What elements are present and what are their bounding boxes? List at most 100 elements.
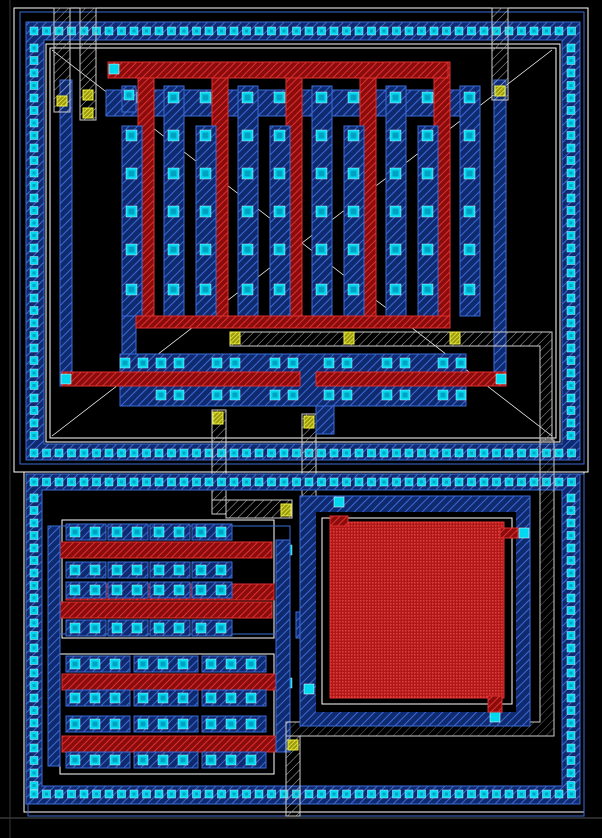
contact-core xyxy=(72,587,78,593)
contact-core xyxy=(232,29,236,33)
contact-core xyxy=(92,695,98,701)
contact-core xyxy=(270,29,273,33)
contact-core xyxy=(532,480,536,484)
contact-core xyxy=(457,451,461,455)
contact-core xyxy=(482,29,486,33)
contact-core xyxy=(232,792,236,796)
contact-core xyxy=(345,451,348,455)
contact-core xyxy=(32,546,36,550)
contact-core xyxy=(318,94,325,101)
m2-bottom-route-left xyxy=(212,499,293,519)
bottom-cell[interactable] xyxy=(23,439,585,817)
contact-core xyxy=(350,132,357,139)
contact-core xyxy=(357,451,361,455)
via-9 xyxy=(303,415,315,429)
contact-core xyxy=(569,609,573,612)
contact-core xyxy=(32,321,36,325)
contact-core xyxy=(569,46,573,50)
contact-core xyxy=(32,709,36,712)
contact-core xyxy=(290,360,296,366)
contact-core xyxy=(245,451,248,455)
contact-core xyxy=(182,480,186,484)
contact-core xyxy=(569,771,573,775)
contact-core xyxy=(140,721,146,727)
contact-core xyxy=(520,29,523,33)
contact-core xyxy=(545,792,548,796)
contact-core xyxy=(320,480,323,484)
contact-core xyxy=(295,480,298,484)
contact-core xyxy=(120,451,123,455)
contact-core xyxy=(495,792,498,796)
contact-core xyxy=(32,534,36,537)
contact-core xyxy=(157,29,161,33)
contact-core xyxy=(457,792,461,796)
contact-core xyxy=(132,792,136,796)
contact-core xyxy=(569,259,573,262)
contact-core xyxy=(432,451,436,455)
contact-core xyxy=(569,296,573,300)
contact-core xyxy=(307,480,311,484)
contact-core xyxy=(569,246,573,250)
contact-core xyxy=(318,132,325,139)
transistor-fingers xyxy=(121,85,481,367)
contact-core xyxy=(202,170,209,177)
contact-core xyxy=(282,792,286,796)
contact-core xyxy=(245,792,248,796)
contact-core xyxy=(32,659,36,662)
contact-core xyxy=(32,596,36,600)
contact-core xyxy=(557,792,561,796)
contact-core xyxy=(170,792,173,796)
contact-core xyxy=(270,480,273,484)
contact-core xyxy=(569,559,573,562)
m1-left-rail xyxy=(59,79,73,387)
contact-core xyxy=(218,567,224,573)
contact-core xyxy=(32,184,36,187)
top-cell[interactable] xyxy=(13,7,589,519)
contact-core xyxy=(82,480,86,484)
contact-core xyxy=(220,792,223,796)
contact-core xyxy=(170,451,173,455)
contact-core xyxy=(382,29,386,33)
contact-core xyxy=(569,109,573,112)
contact-core xyxy=(458,360,464,366)
contact-core xyxy=(180,721,186,727)
contact-core xyxy=(208,661,214,667)
contact-core xyxy=(32,584,36,587)
contact-core xyxy=(569,746,573,750)
contact-core xyxy=(569,309,573,312)
contact-core xyxy=(182,792,186,796)
contact-core xyxy=(112,661,118,667)
contact-core xyxy=(402,360,408,366)
via-3 xyxy=(82,107,94,119)
contact-core xyxy=(228,695,234,701)
contact-core xyxy=(32,696,36,700)
contact-core xyxy=(32,84,36,87)
contact-core xyxy=(182,451,186,455)
contact-core xyxy=(466,170,473,177)
contact-core xyxy=(290,392,296,398)
via-5 xyxy=(229,331,241,345)
contact-core xyxy=(282,451,286,455)
contact-core xyxy=(95,451,98,455)
contact-core xyxy=(145,480,148,484)
contact-core xyxy=(82,792,86,796)
contact-core xyxy=(112,757,118,763)
contact-core xyxy=(180,661,186,667)
contact-core xyxy=(32,609,36,612)
m2-bottom-return xyxy=(285,439,555,737)
contact-core xyxy=(176,587,182,593)
contact-core xyxy=(569,171,573,175)
contact-core xyxy=(257,451,261,455)
contact-core xyxy=(128,246,135,253)
contact-core xyxy=(532,451,536,455)
contact-core xyxy=(140,757,146,763)
contact-core xyxy=(32,221,36,225)
contact-core xyxy=(120,792,123,796)
m2-stub-2 xyxy=(79,7,97,121)
contact-core xyxy=(72,757,78,763)
contact-core xyxy=(557,480,561,484)
contact-core xyxy=(207,451,211,455)
cap-contact-bottomright xyxy=(489,711,501,723)
contact-core xyxy=(180,757,186,763)
